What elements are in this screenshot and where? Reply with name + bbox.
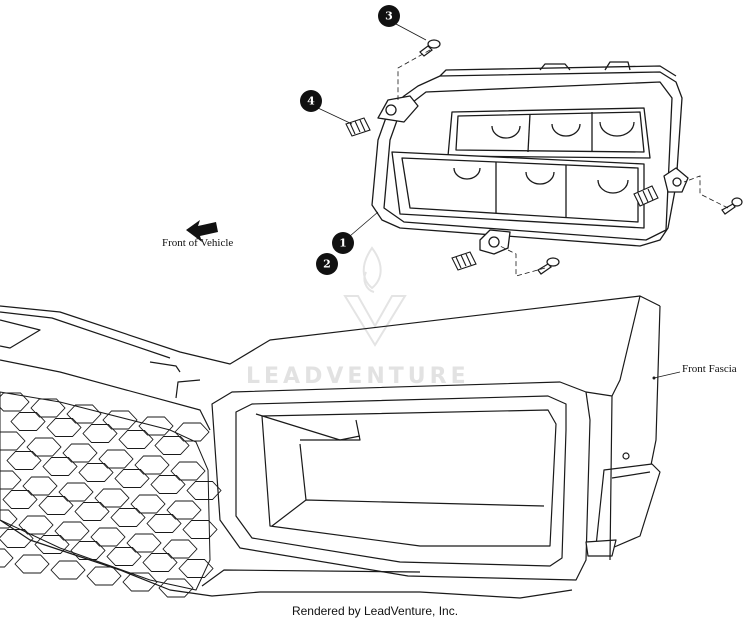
leader-front-fascia [653,371,681,379]
screw-right [721,197,743,215]
callout-2: 2 [316,253,338,275]
grille-cell [158,578,194,598]
svg-text:2: 2 [323,258,331,271]
screw-top [419,39,441,57]
grille-cell [150,475,186,494]
watermark-logo [343,246,407,347]
front-of-vehicle-label: Front of Vehicle [162,237,233,249]
leader-callout-3 [395,23,427,41]
grille-cell [162,539,198,559]
leader-callout-4 [317,107,353,125]
svg-text:3: 3 [385,10,393,23]
grille-cell [2,490,38,509]
leader-dot-front-fascia [652,376,656,380]
grille-cell [134,455,170,475]
grille-cell [186,481,222,500]
grille-cell [122,572,158,592]
front-arrow-icon [186,220,218,242]
grille-cell [126,533,162,553]
grille-cell [174,422,210,442]
grille-cell [94,488,130,508]
watermark-text: LEADVENTURE [246,364,470,389]
grille-cell [98,449,134,469]
svg-text:1: 1 [339,237,347,250]
leader-screw-right [683,175,729,209]
svg-text:4: 4 [307,95,315,108]
leader-screw-top [397,49,431,100]
grille-cell [42,457,78,476]
grille-cell [22,476,58,496]
grille-cell [118,430,154,449]
grille-cell [0,431,26,451]
grille-cell [182,520,218,539]
grille-cell [6,451,42,470]
grille-cell [86,566,122,586]
grille-cell [154,436,190,455]
grille-cell [90,527,126,547]
grille-cell [114,469,150,488]
grille-cell [78,463,114,482]
grommet-left [345,117,371,137]
grille-cell [62,443,98,463]
grommet-right [633,185,659,207]
grille-cell [0,470,22,490]
grille-cell [74,502,110,521]
credit-line: Rendered by LeadVenture, Inc. [291,604,459,618]
grille-cell [110,508,146,527]
grille-cell [18,515,54,535]
screw-bottom [537,257,560,275]
grille-cell [178,559,214,578]
grommet-bottom [451,251,477,271]
callout-3: 3 [378,5,400,27]
grille-cell [0,529,34,548]
grille-cell [50,560,86,580]
grille-cell [0,392,30,412]
grille-cell [102,410,138,430]
grille-cell [26,437,62,457]
grille-cell [70,541,106,560]
front-fascia [0,295,661,599]
headlight-housing [371,61,689,255]
grille-cell [166,500,202,520]
grille-cell [46,418,82,437]
grille-cell [0,548,14,568]
leader-screw-bottom [499,245,546,277]
grille-cell [0,509,18,529]
grille-cell [170,461,206,481]
grille-cell [34,535,70,554]
grille-cell [54,521,90,541]
callout-1: 1 [332,232,354,254]
grille-cell [10,412,46,431]
grille-cell [66,404,102,424]
grille-honeycomb [0,392,222,598]
grille-cell [142,553,178,572]
grille-cell [130,494,166,514]
callout-4: 4 [300,90,322,112]
grille-cell [38,496,74,515]
front-fascia-label: Front Fascia [682,363,737,375]
grille-cell [146,514,182,533]
grille-cell [82,424,118,443]
grille-cell [138,416,174,436]
grille-cell [106,547,142,566]
grille-cell [14,554,50,574]
grille-cell [58,482,94,502]
grille-cell [30,398,66,418]
leader-callout-1 [349,211,379,237]
